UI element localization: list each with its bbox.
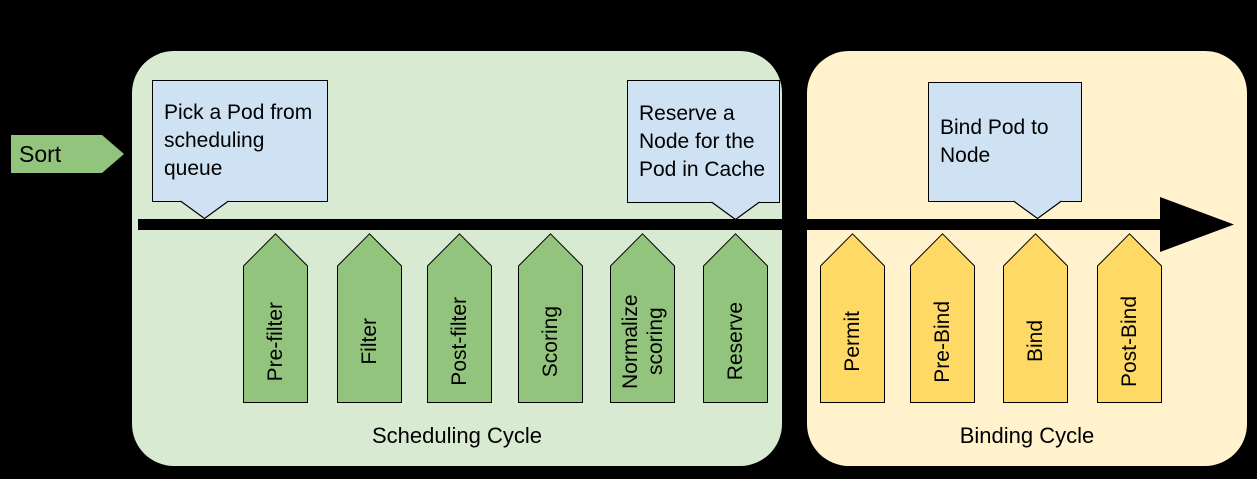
step-filter: Filter	[337, 233, 402, 403]
step-post-bind: Post-Bind	[1097, 233, 1162, 403]
step-label-wrap: Permit	[820, 266, 885, 403]
step-arrow-icon	[337, 233, 402, 403]
step-label-wrap: Pre-Bind	[910, 266, 975, 403]
sort-label: Sort	[19, 141, 62, 167]
step-label: Scoring	[539, 305, 562, 378]
step-normalize-scoring: Normalize scoring	[610, 233, 675, 403]
step-arrow-icon	[610, 233, 675, 403]
step-label-wrap: Bind	[1003, 266, 1068, 403]
step-arrow-icon	[1003, 233, 1068, 403]
callout-text: Pick a Pod from scheduling queue	[164, 101, 313, 180]
step-reserve: Reserve	[703, 233, 768, 403]
step-label-wrap: Scoring	[518, 266, 583, 403]
step-permit: Permit	[820, 233, 885, 403]
step-arrow-icon	[820, 233, 885, 403]
step-arrow-icon	[703, 233, 768, 403]
step-label-wrap: Reserve	[703, 266, 768, 403]
step-pre-filter: Pre-filter	[243, 233, 308, 403]
step-label: Permit	[841, 311, 864, 372]
step-scoring: Scoring	[518, 233, 583, 403]
step-arrow-icon	[1097, 233, 1162, 403]
step-label: Normalize scoring	[618, 294, 667, 389]
step-label: Post-Bind	[1118, 295, 1141, 388]
sort-arrow-shape-icon	[11, 135, 124, 173]
step-label: Bind	[1024, 320, 1047, 363]
step-label: Filter	[358, 318, 381, 365]
step-pre-bind: Pre-Bind	[910, 233, 975, 403]
callout-text: Bind Pod to Node	[940, 116, 1049, 167]
step-label-wrap: Filter	[337, 266, 402, 403]
step-arrow-icon	[243, 233, 308, 403]
step-label: Pre-Bind	[931, 300, 954, 383]
callout-tail-icon	[1013, 200, 1062, 219]
step-label: Pre-filter	[264, 301, 287, 382]
callout-tail-icon	[180, 200, 229, 219]
step-label-wrap: Pre-filter	[243, 266, 308, 403]
step-arrow-icon	[427, 233, 492, 403]
sort-arrow: Sort	[11, 135, 125, 173]
callout-pick-pod: Pick a Pod from scheduling queue	[152, 80, 328, 202]
step-label-wrap: Post-filter	[427, 266, 492, 403]
callout-text: Reserve a Node for the Pod in Cache	[639, 101, 766, 181]
step-label-wrap: Normalize scoring	[610, 266, 675, 403]
step-post-filter: Post-filter	[427, 233, 492, 403]
binding-cycle-label: Binding Cycle	[959, 423, 1095, 448]
step-label-wrap: Post-Bind	[1097, 266, 1162, 403]
step-label: Reserve	[724, 302, 747, 381]
step-arrow-icon	[518, 233, 583, 403]
scheduling-cycle-label: Scheduling Cycle	[372, 423, 542, 448]
step-label: Post-filter	[448, 297, 471, 386]
callout-reserve-node: Reserve a Node for the Pod in Cache	[627, 80, 780, 203]
step-arrow-icon	[910, 233, 975, 403]
timeline-arrow-shaft	[138, 219, 1166, 230]
step-bind: Bind	[1003, 233, 1068, 403]
callout-bind-pod: Bind Pod to Node	[928, 82, 1082, 202]
callout-tail-icon	[711, 201, 760, 220]
